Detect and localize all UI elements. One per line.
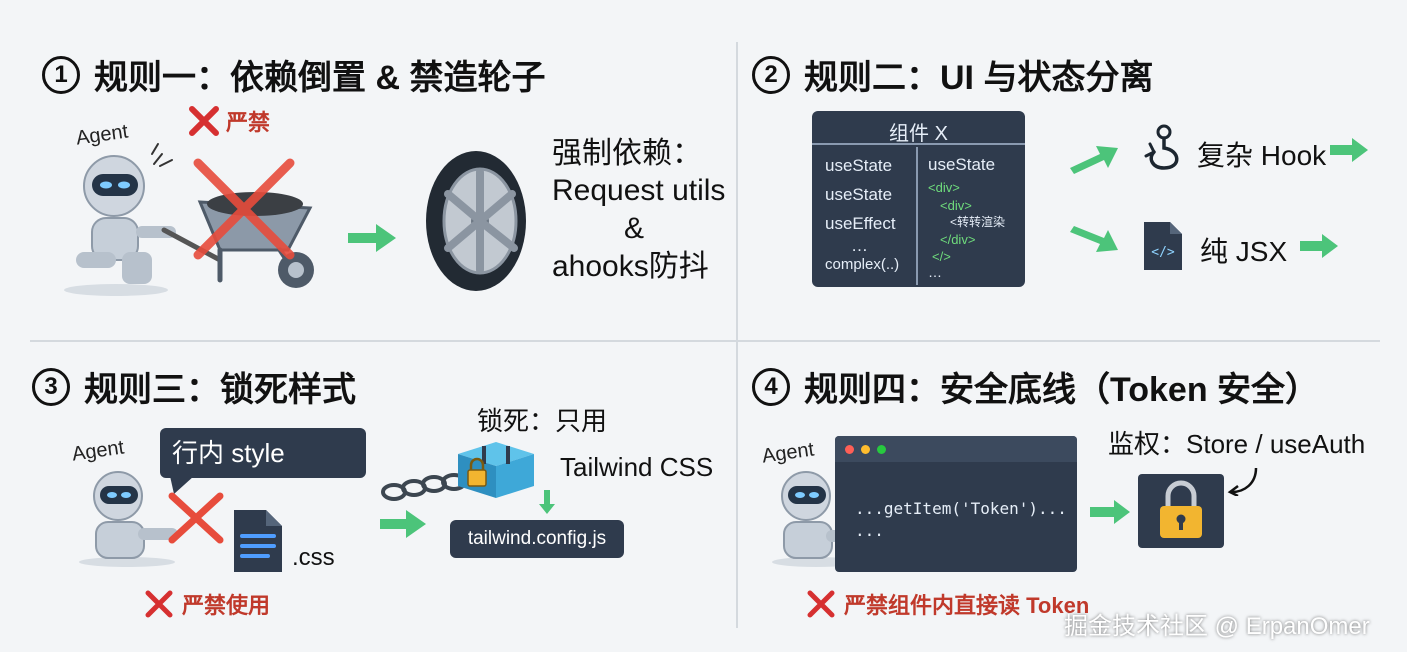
rule1-text-line1: 强制依赖：: [552, 137, 702, 170]
component-left-column: useState useState useEffect … complex(..…: [825, 151, 899, 276]
forbid-x-icon: [168, 492, 224, 544]
rule1-title-text: 规则一：依赖倒置 & 禁造轮子: [94, 59, 546, 97]
complex-hook-label: 复杂 Hook: [1197, 140, 1327, 171]
horizontal-divider: [30, 340, 1380, 342]
component-right-column: useState <div> <div> <转转渲染 </div> </> …: [928, 151, 1005, 279]
right-line: useState: [928, 155, 996, 174]
robot-agent-icon: [772, 471, 860, 567]
arrow-right-icon: [1090, 500, 1130, 524]
window-titlebar: [835, 436, 1077, 462]
arrow-down-icon: [539, 490, 555, 514]
rule1-agent-label: Agent: [74, 120, 130, 150]
css-file-label: .css: [292, 544, 335, 571]
rule4-agent-label: Agent: [760, 438, 816, 468]
rule1-text-line2: Request utils: [552, 174, 726, 207]
arrow-right-icon: [380, 510, 426, 538]
code-line: ...getItem('Token')...: [855, 499, 1067, 518]
rule3-title: 3 规则三：锁死样式: [32, 362, 356, 411]
rule3-agent-label: Agent: [70, 436, 126, 466]
left-line: useEffect: [825, 214, 896, 233]
rule4-forbid: 严禁组件内直接读 Token: [806, 588, 1089, 620]
rule3-number: 3: [32, 367, 70, 406]
rule1-text-line4: ahooks防抖: [552, 250, 709, 283]
rule4-number: 4: [752, 367, 790, 406]
rule1-text-line3: &: [624, 212, 645, 245]
rule1-forbid: 严禁: [188, 105, 270, 137]
left-line: useState: [825, 156, 893, 175]
rule1-forbid-label: 严禁: [226, 110, 271, 135]
hook-icon: [1144, 124, 1179, 170]
rule1-title: 1 规则一：依赖倒置 & 禁造轮子: [42, 50, 545, 99]
right-line: <div>: [928, 180, 960, 195]
rule3-forbid-label: 严禁使用: [182, 593, 271, 618]
cross-out-icon: [193, 158, 295, 260]
component-x-panel: 组件 X useState useState useEffect … compl…: [812, 111, 1025, 287]
right-line: </div>: [940, 232, 976, 247]
component-x-title: 组件 X: [812, 111, 1025, 145]
code-line: ...: [855, 521, 884, 540]
arrow-right-icon: [1300, 234, 1338, 258]
watermark: 掘金技术社区 @ ErpanOmer: [1064, 613, 1370, 640]
arrow-up-right-icon: [1070, 146, 1118, 174]
rule4-forbid-label: 严禁组件内直接读 Token: [844, 593, 1090, 618]
padlock-icon: [1160, 480, 1202, 538]
code-window: ...getItem('Token')... ...: [835, 436, 1077, 572]
arrow-right-icon: [348, 224, 396, 252]
right-line: <div>: [940, 198, 972, 213]
minimize-dot-icon: [861, 444, 870, 454]
forbid-x-icon: [145, 590, 173, 618]
maximize-dot-icon: [877, 444, 886, 454]
rule4-title-text: 规则四：安全底线（Token 安全）: [804, 371, 1320, 409]
css-file-icon: [234, 510, 282, 572]
tailwind-config-file: tailwind.config.js: [450, 520, 624, 558]
right-line: <转转渲染: [950, 215, 1006, 229]
tailwind-css-label: Tailwind CSS: [560, 452, 714, 482]
rule3-forbid: 严禁使用: [144, 588, 270, 620]
pure-jsx-label: 纯 JSX: [1200, 236, 1288, 267]
rule2-title-text: 规则二：UI 与状态分离: [804, 59, 1154, 97]
rule1-number: 1: [42, 55, 80, 94]
forbid-x-icon: [189, 106, 219, 136]
forbid-x-icon: [807, 590, 835, 618]
robot-agent-icon: [64, 155, 176, 296]
vertical-divider: [736, 42, 738, 628]
padlock-panel: [1138, 474, 1224, 548]
right-line: </>: [932, 249, 951, 264]
auth-label: 监权：Store / useAuth: [1108, 429, 1366, 459]
rule4-title: 4 规则四：安全底线（Token 安全）: [752, 362, 1319, 411]
tire-icon: [426, 151, 526, 291]
left-line: useState: [825, 185, 893, 204]
locked-box-icon: [458, 442, 534, 498]
jsx-file-icon: </>: [1144, 222, 1182, 270]
rule2-number: 2: [752, 55, 790, 94]
rule2-title: 2 规则二：UI 与状态分离: [752, 50, 1153, 99]
arrow-down-right-icon: [1070, 226, 1118, 252]
robot-agent-icon: [79, 471, 178, 567]
right-line: …: [928, 264, 942, 280]
arrow-right-icon: [1330, 138, 1368, 162]
lock-only-label: 锁死：只用: [477, 406, 608, 436]
svg-text:</>: </>: [1151, 245, 1175, 260]
rule3-title-text: 规则三：锁死样式: [84, 371, 356, 409]
curved-arrow-icon: [1227, 467, 1258, 496]
inline-style-bubble: 行内 style: [160, 428, 366, 478]
left-line: complex(..): [825, 256, 900, 273]
code-content: ...getItem('Token')... ...: [835, 462, 1077, 542]
bubble-tail: [170, 476, 194, 494]
close-dot-icon: [845, 444, 854, 454]
alert-lines-icon: [151, 143, 173, 167]
left-line: …: [851, 236, 868, 255]
chain-icon: [381, 473, 467, 501]
